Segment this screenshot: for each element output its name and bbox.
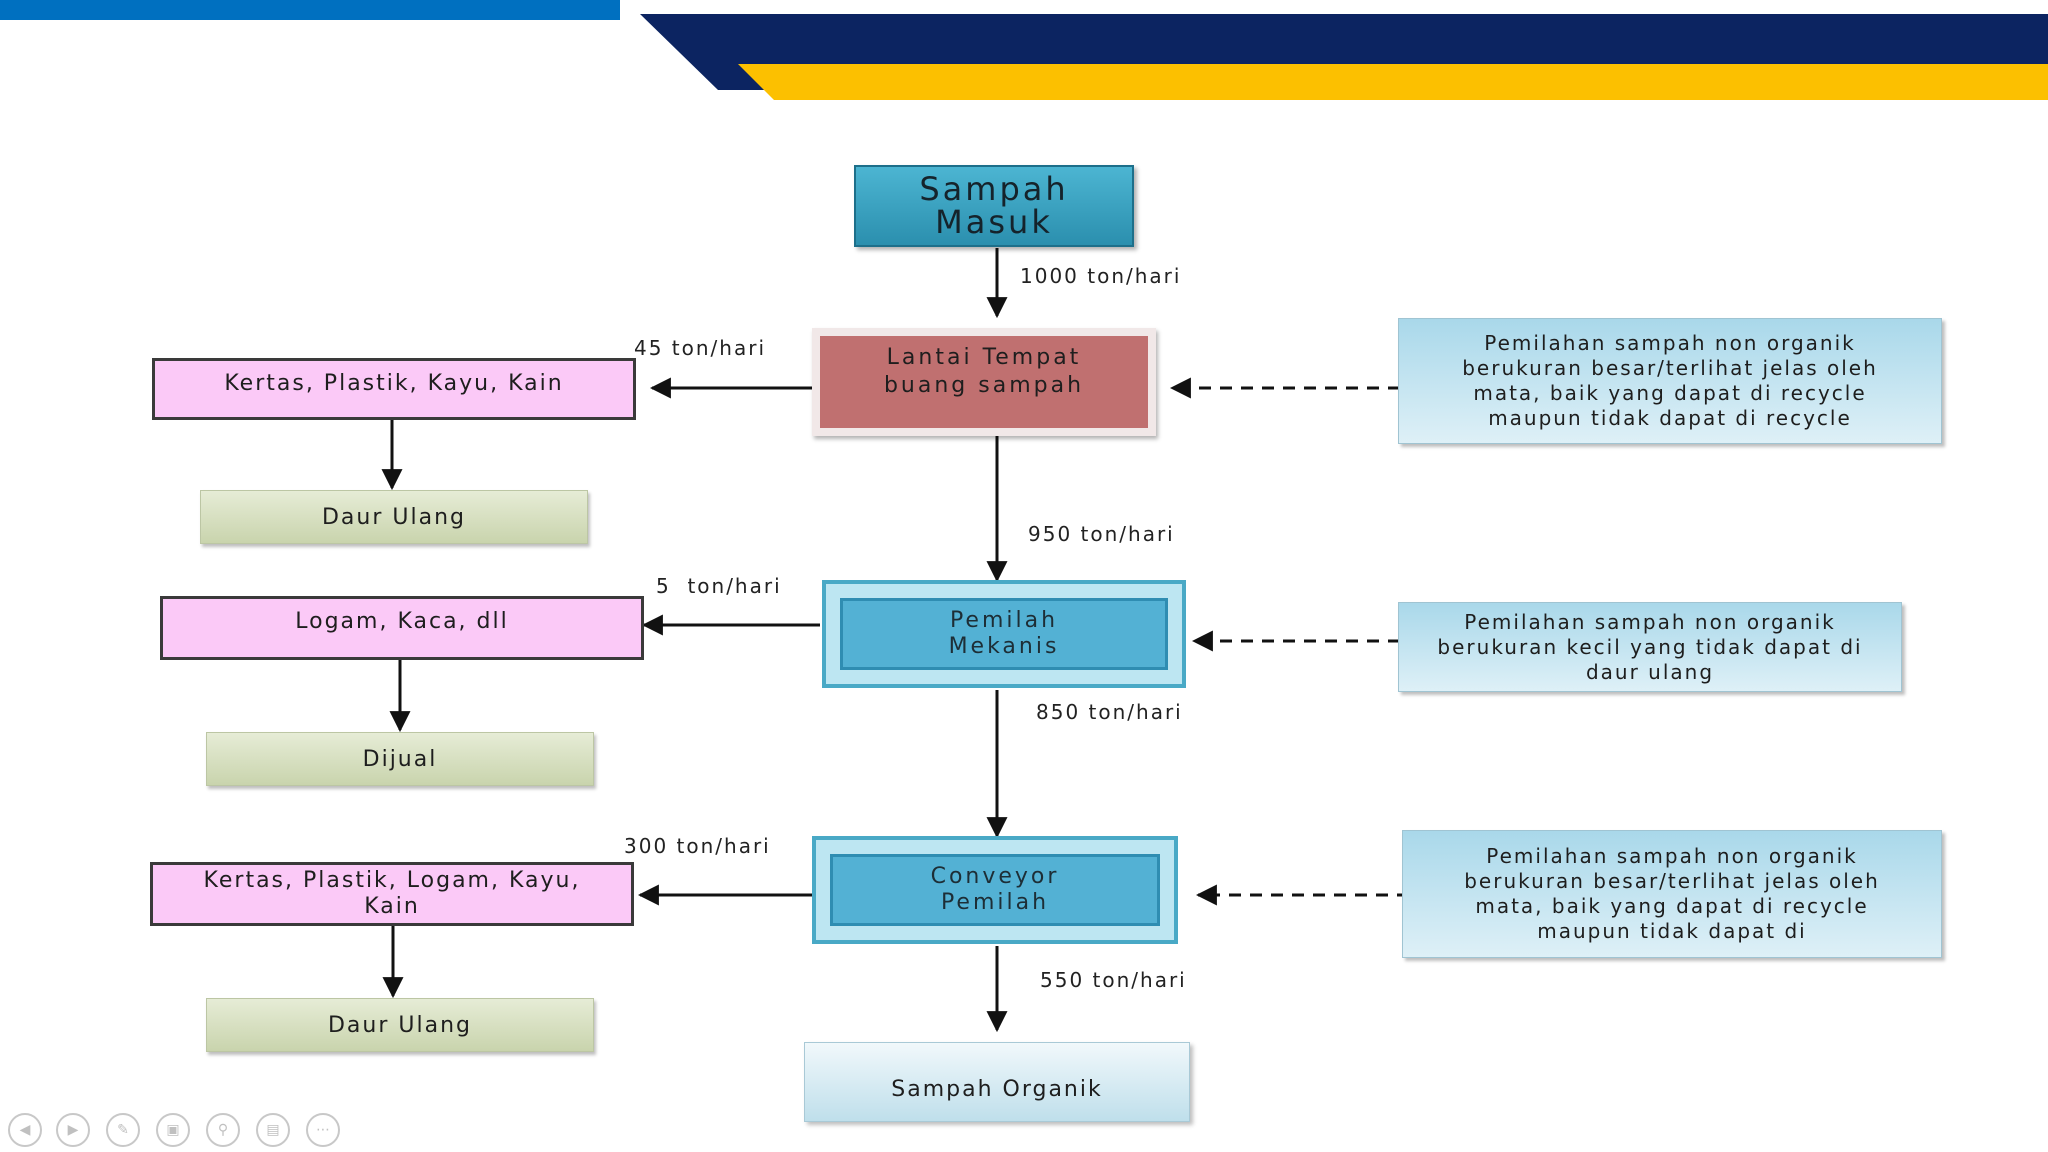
mechanical-box-label: Pemilah Mekanis <box>948 608 1060 659</box>
destination-box-2: Dijual <box>206 732 594 786</box>
play-icon[interactable]: ▶ <box>56 1113 90 1147</box>
note-box-3: Pemilahan sampah non organik berukuran b… <box>1402 830 1942 958</box>
note-box-1-text: Pemilahan sampah non organik berukuran b… <box>1462 331 1878 430</box>
flow-label-950: 950 ton/hari <box>1028 522 1175 546</box>
output-box-2-label: Logam, Kaca, dll <box>295 609 509 634</box>
note-box-1: Pemilahan sampah non organik berukuran b… <box>1398 318 1942 444</box>
organic-box-label: Sampah Organik <box>891 1076 1103 1102</box>
mechanical-box-inner: Pemilah Mekanis <box>840 598 1168 670</box>
note-box-3-text: Pemilahan sampah non organik berukuran b… <box>1464 844 1880 943</box>
flow-label-45: 45 ton/hari <box>634 336 767 360</box>
destination-box-1-label: Daur Ulang <box>321 504 466 530</box>
flow-label-5: 5 ton/hari <box>656 574 782 598</box>
header-band-blue <box>0 0 620 20</box>
pen-icon[interactable]: ✎ <box>106 1113 140 1147</box>
floor-box: Lantai Tempat buang sampah <box>812 328 1156 436</box>
more-icon[interactable]: ⋯ <box>306 1113 340 1147</box>
flow-label-550: 550 ton/hari <box>1040 968 1187 992</box>
conveyor-box: Conveyor Pemilah <box>812 836 1178 944</box>
mechanical-box: Pemilah Mekanis <box>822 580 1186 688</box>
start-box: Sampah Masuk <box>854 165 1134 247</box>
output-box-3-label: Kertas, Plastik, Logam, Kayu, Kain <box>203 868 581 919</box>
conveyor-box-inner: Conveyor Pemilah <box>830 854 1160 926</box>
output-box-3: Kertas, Plastik, Logam, Kayu, Kain <box>150 862 634 926</box>
output-box-1: Kertas, Plastik, Kayu, Kain <box>152 358 636 420</box>
flow-label-850: 850 ton/hari <box>1036 700 1183 724</box>
organic-box: Sampah Organik <box>804 1042 1190 1122</box>
conveyor-box-label: Conveyor Pemilah <box>930 864 1060 915</box>
output-box-1-label: Kertas, Plastik, Kayu, Kain <box>224 371 564 396</box>
destination-box-1: Daur Ulang <box>200 490 588 544</box>
slides-icon[interactable]: ▤ <box>256 1113 290 1147</box>
floor-box-label: Lantai Tempat buang sampah <box>883 345 1085 398</box>
destination-box-3-label: Daur Ulang <box>327 1012 472 1038</box>
previous-icon[interactable]: ◀ <box>8 1113 42 1147</box>
note-box-2: Pemilahan sampah non organik berukuran k… <box>1398 602 1902 692</box>
start-box-label: Sampah Masuk <box>919 170 1069 241</box>
destination-box-2-label: Dijual <box>362 746 438 772</box>
flow-label-1000: 1000 ton/hari <box>1020 264 1182 288</box>
pointer-icon[interactable]: ▣ <box>156 1113 190 1147</box>
flow-label-300: 300 ton/hari <box>624 834 771 858</box>
note-box-2-text: Pemilahan sampah non organik berukuran k… <box>1437 609 1863 684</box>
destination-box-3: Daur Ulang <box>206 998 594 1052</box>
zoom-icon[interactable]: ⚲ <box>206 1113 240 1147</box>
output-box-2: Logam, Kaca, dll <box>160 596 644 660</box>
header-band-gold <box>738 64 2048 100</box>
